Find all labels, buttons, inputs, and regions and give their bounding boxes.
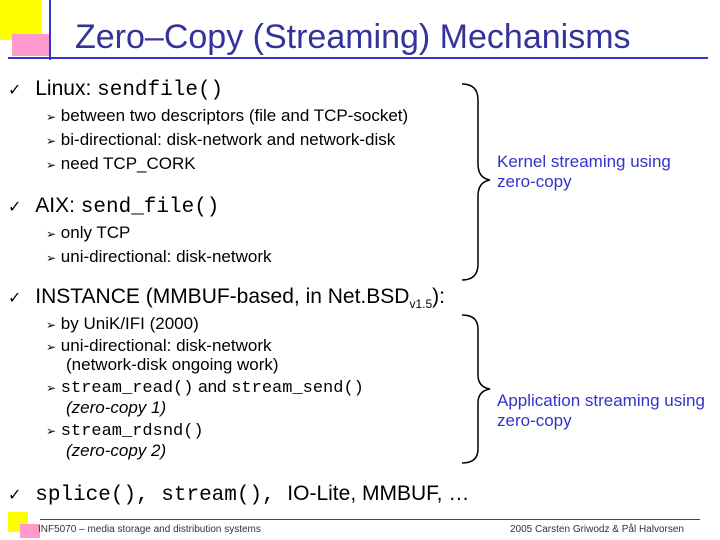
instance-item-4: ➢ stream_rdsnd() [46, 422, 204, 441]
arrow-bullet-icon: ➢ [46, 110, 57, 124]
instance-item-2: ➢ uni-directional: disk-network [46, 336, 272, 355]
other-code: splice(), stream(), [35, 484, 288, 507]
footer-decoration-pink [20, 524, 40, 538]
bullet-aix: ✓ AIX: send_file() [8, 194, 219, 219]
arrow-bullet-icon: ➢ [46, 340, 57, 354]
check-icon: ✓ [8, 487, 22, 504]
arrow-bullet-icon: ➢ [46, 134, 57, 148]
instance-item-2-cont: (network-disk ongoing work) [66, 355, 279, 374]
decoration-vertical-line [49, 0, 51, 60]
arrow-bullet-icon: ➢ [46, 424, 57, 438]
note-kernel-streaming: Kernel streaming using zero-copy [497, 152, 671, 191]
arrow-bullet-icon: ➢ [46, 227, 57, 241]
footer-line [40, 519, 700, 520]
note-application-streaming: Application streaming using zero-copy [497, 391, 705, 430]
linux-item-1: ➢ between two descriptors (file and TCP-… [46, 106, 409, 125]
title-underline [8, 57, 708, 59]
instance-item-3-cont: (zero-copy 1) [66, 398, 167, 417]
instance-item-3: ➢ stream_read() and stream_send() [46, 377, 364, 398]
footer-authors: 2005 Carsten Griwodz & Pål Halvorsen [510, 524, 684, 535]
footer-course: INF5070 – media storage and distribution… [38, 524, 261, 535]
bullet-instance: ✓ INSTANCE (MMBUF-based, in Net.BSDv1.5)… [8, 285, 445, 311]
linux-item-3: ➢ need TCP_CORK [46, 154, 196, 173]
instance-suffix: ): [432, 285, 445, 308]
arrow-bullet-icon: ➢ [46, 158, 57, 172]
instance-item-4-cont: (zero-copy 2) [66, 441, 167, 460]
slide-title: Zero–Copy (Streaming) Mechanisms [75, 18, 631, 56]
corner-decoration-pink [12, 34, 50, 56]
check-icon: ✓ [8, 290, 22, 307]
instance-subscript: v1.5 [409, 297, 433, 311]
arrow-bullet-icon: ➢ [46, 381, 57, 395]
instance-label: INSTANCE (MMBUF-based, in Net.BSD [35, 285, 410, 308]
aix-call: send_file() [80, 196, 220, 219]
application-brace [461, 314, 491, 464]
corner-decoration-yellow [0, 0, 42, 40]
check-icon: ✓ [8, 82, 22, 99]
kernel-brace [461, 83, 491, 281]
bullet-linux: ✓ Linux: sendfile() [8, 77, 223, 102]
instance-item-1: ➢ by UniK/IFI (2000) [46, 314, 199, 333]
aix-label: AIX: [35, 194, 81, 217]
aix-item-1: ➢ only TCP [46, 223, 131, 242]
other-text: IO-Lite, MMBUF, … [287, 482, 470, 505]
check-icon: ✓ [8, 199, 22, 216]
linux-item-2: ➢ bi-directional: disk-network and netwo… [46, 130, 396, 149]
linux-call: sendfile() [97, 79, 224, 102]
aix-item-2: ➢ uni-directional: disk-network [46, 247, 272, 266]
arrow-bullet-icon: ➢ [46, 318, 57, 332]
arrow-bullet-icon: ➢ [46, 251, 57, 265]
linux-label: Linux: [35, 77, 98, 100]
bullet-other-mechanisms: ✓ splice(), stream(), IO-Lite, MMBUF, … [8, 482, 469, 507]
